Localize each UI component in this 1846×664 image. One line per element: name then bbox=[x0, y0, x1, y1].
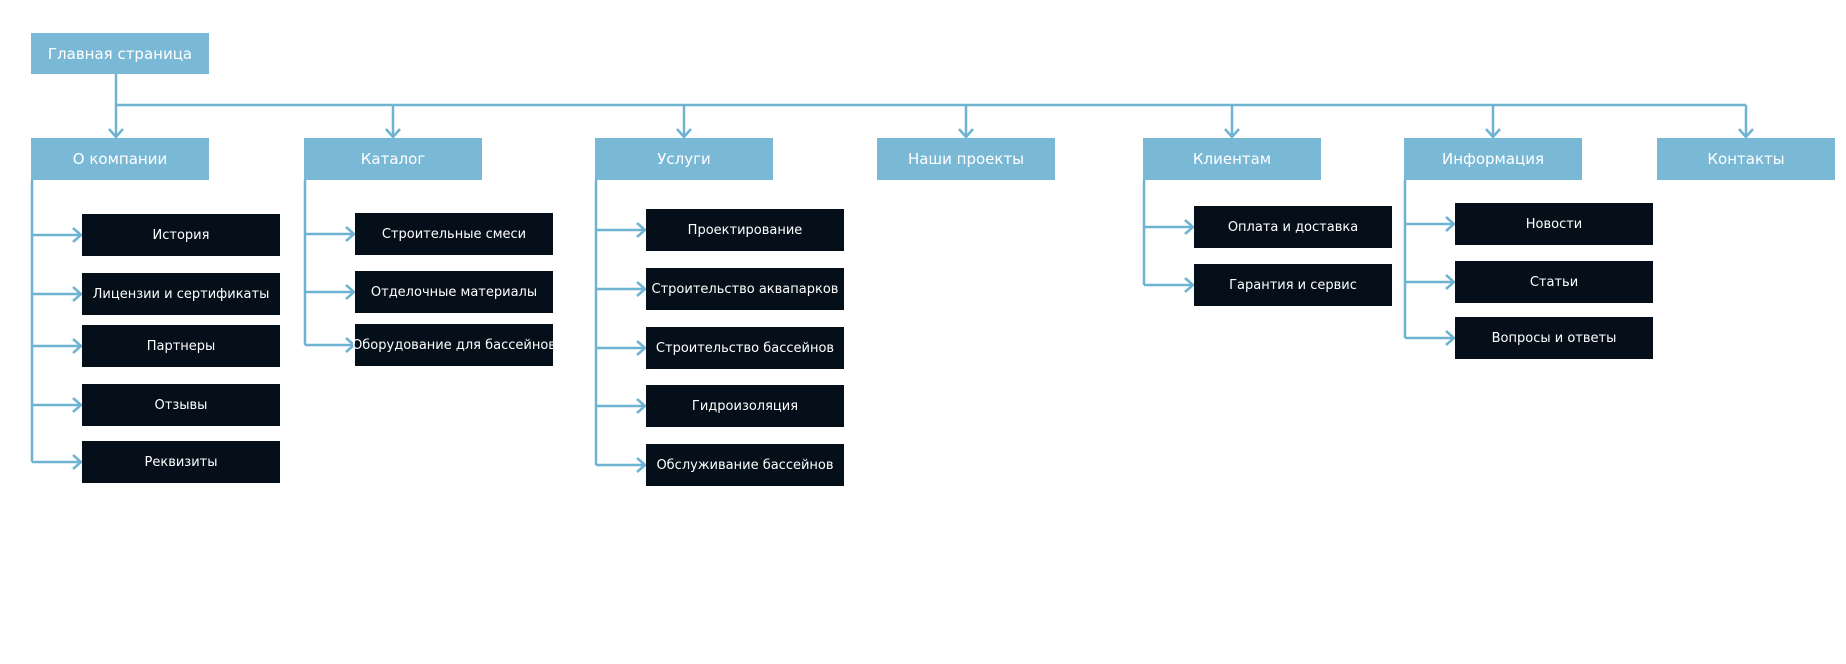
child-arrow-head bbox=[72, 286, 83, 302]
section-arrow-head bbox=[385, 128, 401, 139]
node-page[interactable]: Обслуживание бассейнов bbox=[646, 444, 844, 486]
child-arrow-head bbox=[636, 457, 647, 473]
child-arrow-head bbox=[636, 340, 647, 356]
node-section[interactable]: О компании bbox=[31, 138, 209, 180]
node-page[interactable]: Оборудование для бассейнов bbox=[352, 324, 556, 366]
node-page[interactable]: Оплата и доставка bbox=[1194, 206, 1392, 248]
node-page[interactable]: Строительство аквапарков bbox=[646, 268, 844, 310]
child-arrow-head bbox=[345, 284, 356, 300]
child-arrow-head bbox=[636, 281, 647, 297]
child-arrow-head bbox=[636, 222, 647, 238]
child-arrow-head bbox=[1445, 274, 1456, 290]
node-section[interactable]: Информация bbox=[1404, 138, 1582, 180]
node-page[interactable]: Строительные смеси bbox=[355, 213, 553, 255]
child-arrow-head bbox=[345, 337, 356, 353]
child-arrow-head bbox=[636, 398, 647, 414]
child-arrow-head bbox=[345, 226, 356, 242]
section-arrow-head bbox=[108, 128, 124, 139]
section-arrow-head bbox=[676, 128, 692, 139]
section-arrow-head bbox=[958, 128, 974, 139]
section-arrow-head bbox=[1738, 128, 1754, 139]
node-page[interactable]: Вопросы и ответы bbox=[1455, 317, 1653, 359]
node-page[interactable]: Лицензии и сертификаты bbox=[82, 273, 280, 315]
child-arrow-head bbox=[72, 397, 83, 413]
child-arrow-head bbox=[72, 227, 83, 243]
node-page[interactable]: Гидроизоляция bbox=[646, 385, 844, 427]
node-page[interactable]: Отзывы bbox=[82, 384, 280, 426]
node-page[interactable]: Отделочные материалы bbox=[355, 271, 553, 313]
section-arrow-head bbox=[1485, 128, 1501, 139]
node-page[interactable]: Строительство бассейнов bbox=[646, 327, 844, 369]
node-root-home[interactable]: Главная страница bbox=[31, 33, 209, 74]
node-page[interactable]: Партнеры bbox=[82, 325, 280, 367]
child-arrow-head bbox=[72, 338, 83, 354]
node-page[interactable]: Проектирование bbox=[646, 209, 844, 251]
child-arrow-head bbox=[1445, 216, 1456, 232]
node-section[interactable]: Каталог bbox=[304, 138, 482, 180]
node-page[interactable]: Гарантия и сервис bbox=[1194, 264, 1392, 306]
child-arrow-head bbox=[1184, 277, 1195, 293]
child-arrow-head bbox=[1184, 219, 1195, 235]
child-arrow-head bbox=[1445, 330, 1456, 346]
node-page[interactable]: Реквизиты bbox=[82, 441, 280, 483]
node-section[interactable]: Наши проекты bbox=[877, 138, 1055, 180]
node-page[interactable]: Статьи bbox=[1455, 261, 1653, 303]
node-section[interactable]: Контакты bbox=[1657, 138, 1835, 180]
node-page[interactable]: История bbox=[82, 214, 280, 256]
node-section[interactable]: Клиентам bbox=[1143, 138, 1321, 180]
node-section[interactable]: Услуги bbox=[595, 138, 773, 180]
child-arrow-head bbox=[72, 454, 83, 470]
section-arrow-head bbox=[1224, 128, 1240, 139]
node-page[interactable]: Новости bbox=[1455, 203, 1653, 245]
